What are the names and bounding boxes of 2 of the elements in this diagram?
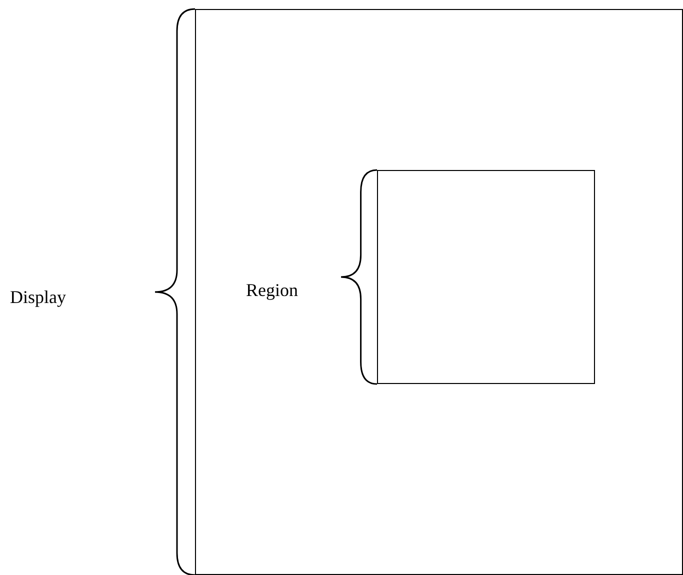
region-label: Region: [246, 280, 298, 301]
display-label: Display: [10, 287, 66, 308]
